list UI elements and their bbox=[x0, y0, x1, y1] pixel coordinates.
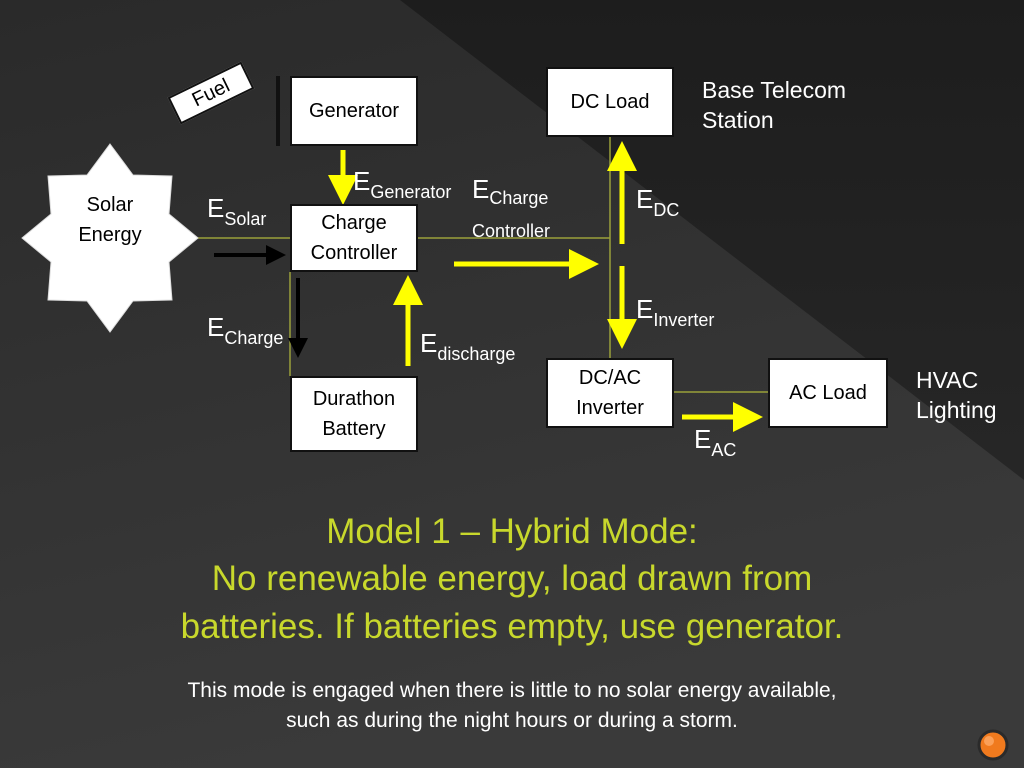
battery-label-2: Battery bbox=[322, 418, 386, 440]
e-generator-label: EGenerator bbox=[353, 166, 452, 202]
charge-controller-label-1: Charge bbox=[321, 212, 387, 234]
slide-subtitle: This mode is engaged when there is littl… bbox=[187, 679, 837, 733]
e-dc-label: EDC bbox=[636, 184, 680, 220]
e-discharge-label: Edischarge bbox=[420, 328, 516, 364]
inverter-label-1: DC/AC bbox=[578, 367, 642, 389]
e-solar-label: ESolar bbox=[207, 193, 267, 229]
battery-node: Durathon Battery bbox=[290, 376, 418, 452]
e-charge-controller-label: ECharge bbox=[472, 174, 549, 208]
ac-load-label: AC Load bbox=[789, 382, 867, 404]
generator-label: Generator bbox=[308, 100, 400, 122]
e-charge-label: ECharge bbox=[207, 312, 284, 348]
solar-star-shape bbox=[21, 143, 199, 333]
solar-label-2: Energy bbox=[78, 224, 142, 246]
charge-controller-label-2: Controller bbox=[310, 242, 398, 264]
charge-controller-node: Charge Controller bbox=[290, 204, 418, 272]
e-charge-controller-sub2: Controller bbox=[472, 221, 551, 241]
solar-energy-node: Solar Energy bbox=[58, 190, 162, 250]
solar-label-1: Solar bbox=[86, 194, 134, 216]
dc-load-node: DC Load bbox=[546, 67, 674, 137]
battery-label-1: Durathon bbox=[312, 388, 396, 410]
telecom-station-label: Base Telecom Station bbox=[702, 77, 847, 133]
inverter-node: DC/AC Inverter bbox=[546, 358, 674, 428]
nav-button-icon[interactable] bbox=[978, 730, 1008, 760]
ac-load-node: AC Load bbox=[768, 358, 888, 428]
e-inverter-label: EInverter bbox=[636, 294, 715, 330]
slide-title: Model 1 – Hybrid Mode: No renewable ener… bbox=[180, 512, 844, 646]
inverter-label-2: Inverter bbox=[576, 397, 644, 419]
hvac-lighting-label: HVAC Lighting bbox=[916, 367, 997, 423]
generator-node: Generator bbox=[290, 76, 418, 146]
dc-load-label: DC Load bbox=[570, 91, 650, 113]
e-ac-label: EAC bbox=[694, 424, 737, 460]
